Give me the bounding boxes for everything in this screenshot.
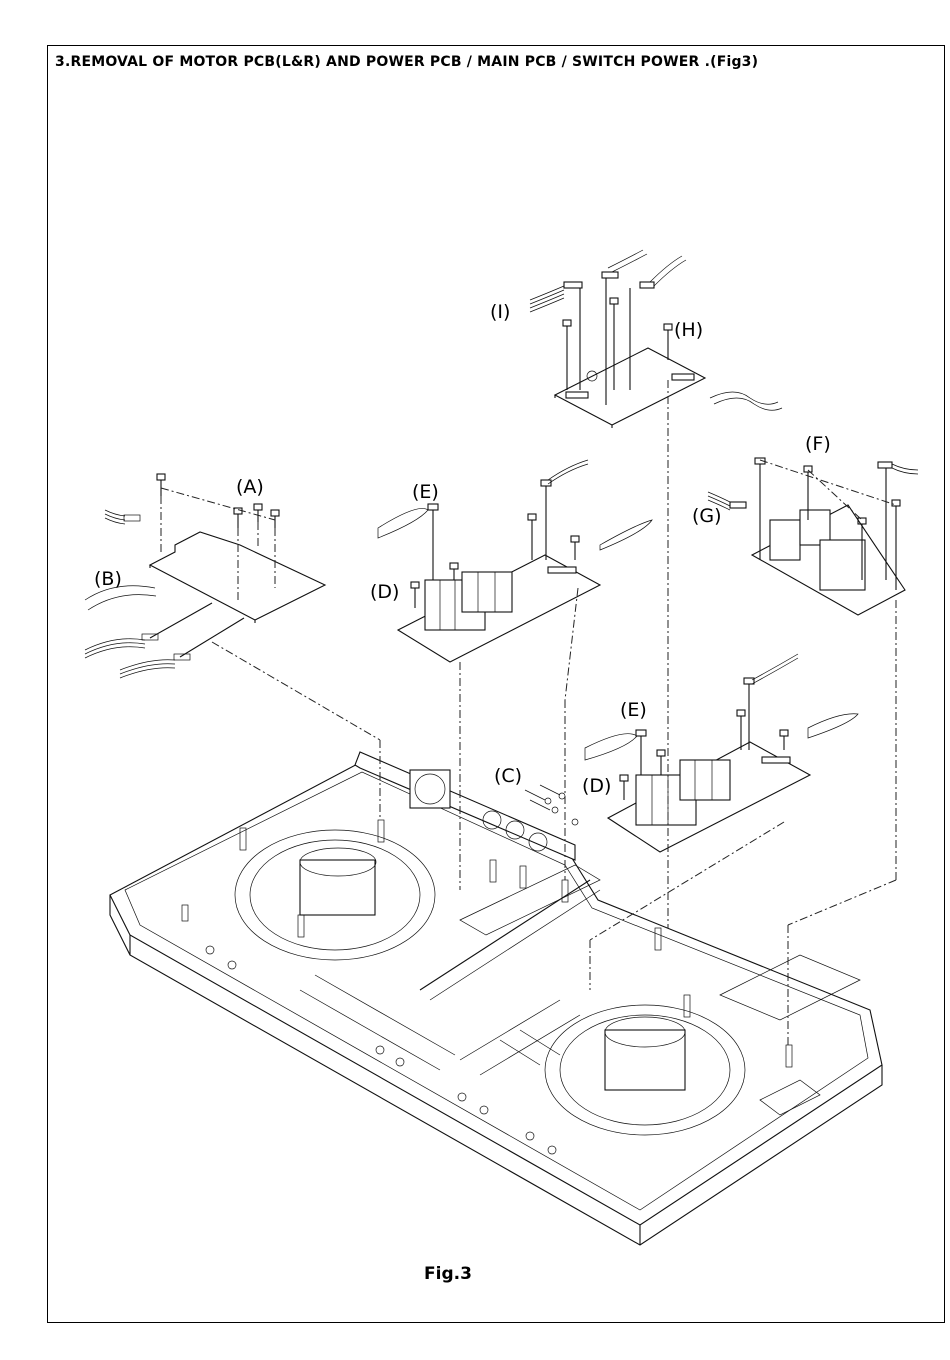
callout-F: (F): [805, 433, 831, 455]
callout-A: (A): [236, 476, 264, 498]
main-pcb-assembly: [530, 250, 782, 428]
figure-caption: Fig.3: [424, 1264, 472, 1284]
callout-D-lower: (D): [582, 775, 611, 797]
callout-G: (G): [692, 505, 722, 527]
callout-I: (I): [490, 301, 510, 323]
callout-D-upper: (D): [370, 581, 399, 603]
callout-H: (H): [674, 319, 703, 341]
callout-E-upper: (E): [412, 481, 439, 503]
power-pcb-lower-assembly: [525, 654, 858, 852]
callout-C: (C): [494, 765, 522, 787]
chassis: [110, 752, 882, 1245]
switch-power-assembly: [708, 458, 918, 615]
callout-E-lower: (E): [620, 699, 647, 721]
callout-B: (B): [94, 568, 122, 590]
